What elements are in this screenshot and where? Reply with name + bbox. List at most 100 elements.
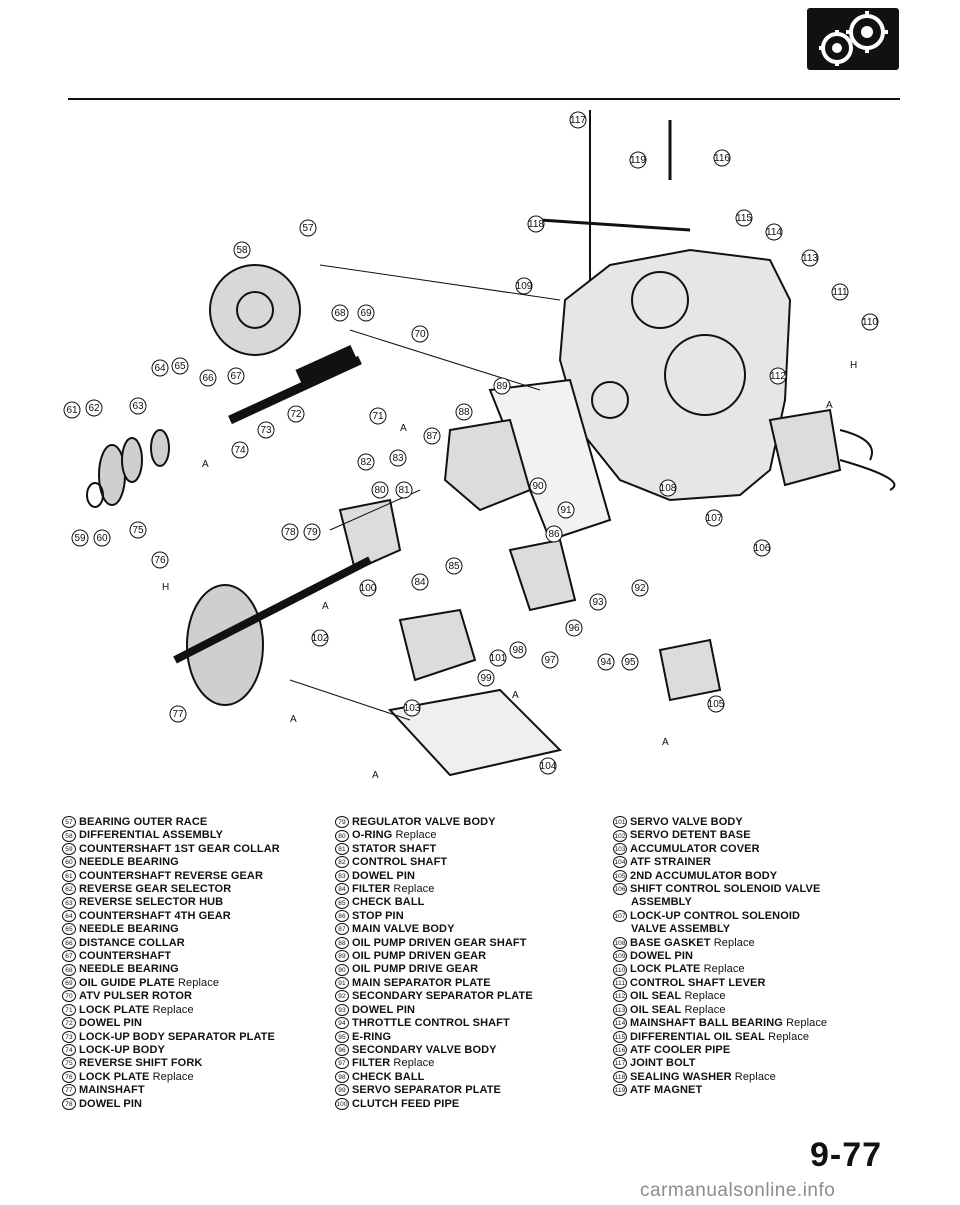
callout-number: 110 <box>862 317 878 328</box>
callout-number: 57 <box>302 223 314 234</box>
callout-number: 67 <box>230 371 242 382</box>
callout-number: 91 <box>560 505 572 516</box>
callout-number: 63 <box>132 401 144 412</box>
callout-number: 108 <box>660 483 677 494</box>
callout-number: 93 <box>592 597 604 608</box>
callout-74: 74 <box>231 441 249 459</box>
callout-number: 90 <box>532 481 544 492</box>
callout-number: 61 <box>66 405 78 416</box>
callout-number: 94 <box>600 657 612 668</box>
legend-note: Replace <box>174 976 220 989</box>
callout-number: 87 <box>426 431 438 442</box>
legend-number: 101 <box>613 816 627 829</box>
legend-note: Replace <box>390 883 435 896</box>
callout-number: 95 <box>624 657 636 668</box>
callout-number: 76 <box>154 555 166 566</box>
legend-number: 66 <box>62 936 76 949</box>
callout-number: 86 <box>548 529 560 540</box>
callout-number: 66 <box>202 373 214 384</box>
legend-number: 90 <box>335 963 349 976</box>
callout-95: 95 <box>621 653 639 671</box>
callout-57: 57 <box>299 219 317 237</box>
legend-part-name: DOWEL PIN <box>352 869 416 882</box>
legend-part-name: REGULATOR VALVE BODY <box>352 816 496 828</box>
legend-part-name: DISTANCE COLLAR <box>79 936 185 949</box>
legend-note: Replace <box>764 1030 810 1043</box>
legend-part-name: SERVO VALVE BODY <box>630 816 743 828</box>
legend-number: 68 <box>62 963 76 976</box>
callout-66: 66 <box>199 369 217 387</box>
callout-98: 98 <box>509 641 527 659</box>
legend-part-name: DOWEL PIN <box>352 1003 416 1016</box>
legend-part-name: COUNTERSHAFT REVERSE GEAR <box>79 869 264 882</box>
legend-part-name: CHECK BALL <box>352 896 425 909</box>
legend-number: 108 <box>613 936 627 949</box>
callout-68: 68 <box>331 304 349 322</box>
legend-part-name: FILTER <box>352 1057 391 1070</box>
callout-number: 68 <box>334 308 346 319</box>
legend-number: 72 <box>62 1017 76 1030</box>
legend-part-name: DOWEL PIN <box>79 1017 143 1030</box>
reference-letter: A <box>322 601 329 612</box>
callout-number: 59 <box>74 533 86 544</box>
callout-116: 116 <box>713 149 731 167</box>
callout-number: 70 <box>414 329 426 340</box>
legend-part-name: DOWEL PIN <box>630 950 694 963</box>
callout-number: 92 <box>634 583 646 594</box>
legend-number: 70 <box>62 990 76 1003</box>
legend-part-name: SERVO SEPARATOR PLATE <box>352 1084 501 1097</box>
legend-part-name: STATOR SHAFT <box>352 842 437 855</box>
callout-number: 85 <box>448 561 460 572</box>
legend-number: 80 <box>335 829 349 842</box>
callout-number: 116 <box>714 153 730 164</box>
callout-83: 83 <box>389 449 407 467</box>
legend-part-name: SERVO DETENT BASE <box>630 829 751 842</box>
callout-number: 74 <box>234 445 246 456</box>
legend-number: 100 <box>335 1097 349 1110</box>
callout-number: 105 <box>708 699 725 710</box>
legend-number: 89 <box>335 950 349 963</box>
legend-part-name: STOP PIN <box>352 909 404 922</box>
callout-number: 100 <box>360 583 377 594</box>
legend-part-name: LOCK-UP BODY <box>79 1043 165 1056</box>
legend-number: 116 <box>613 1044 627 1056</box>
legend-number: 97 <box>335 1057 349 1070</box>
callout-number: 65 <box>174 361 186 372</box>
legend-number: 109 <box>613 950 627 963</box>
callout-118: 118 <box>527 215 545 233</box>
legend-number: 62 <box>62 883 76 896</box>
legend-note: Replace <box>390 1057 435 1070</box>
legend-number: 96 <box>335 1044 349 1056</box>
callout-101: 101 <box>489 649 507 667</box>
callout-111: 111 <box>831 283 849 301</box>
legend-part-name: BASE GASKET <box>630 936 711 949</box>
legend-number: 103 <box>613 842 627 855</box>
reference-letter: A <box>826 400 833 411</box>
legend-number: 86 <box>335 909 349 922</box>
callout-69: 69 <box>357 304 375 322</box>
legend-number: 76 <box>62 1070 76 1083</box>
legend-part-name: THROTTLE CONTROL SHAFT <box>352 1017 510 1030</box>
legend-number: 74 <box>62 1044 76 1056</box>
callout-number: 111 <box>832 287 848 298</box>
reference-letter: H <box>850 360 857 371</box>
callout-90: 90 <box>529 477 547 495</box>
callout-number: 89 <box>496 381 508 392</box>
legend-number: 98 <box>335 1070 349 1083</box>
